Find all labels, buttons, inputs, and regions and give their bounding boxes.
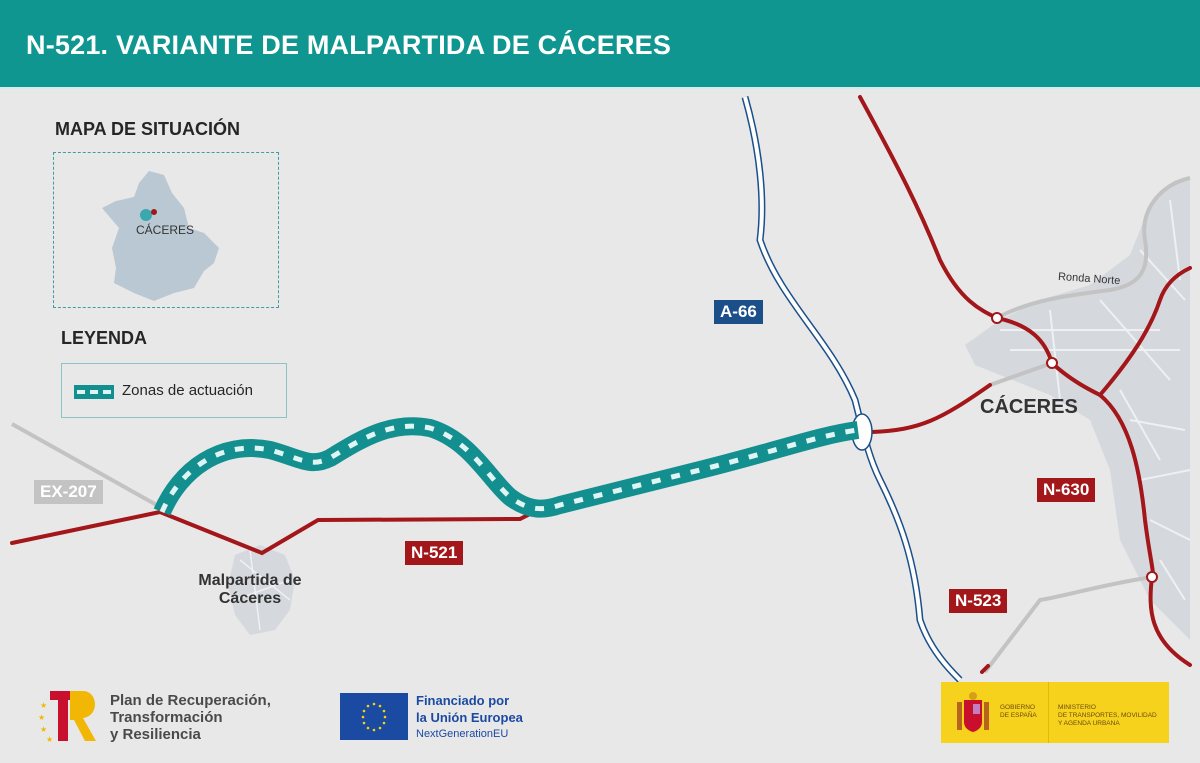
coat-of-arms-icon <box>957 692 989 732</box>
gobierno-text: GOBIERNO DE ESPAÑA <box>1000 704 1037 720</box>
svg-text:★: ★ <box>40 725 47 734</box>
prtr-line2: Transformación <box>110 709 223 726</box>
legend-box: Zonas de actuación <box>61 363 287 418</box>
prtr-logo-icon: ★ ★ ★ ★ <box>38 691 96 744</box>
place-label-line1: Malpartida de <box>198 572 302 589</box>
caceres-urban-area <box>965 180 1191 640</box>
city-marker-icon <box>151 209 157 215</box>
legend-item-label: Zonas de actuación <box>122 382 253 399</box>
ministerio-line2: DE TRANSPORTES, MOVILIDAD <box>1058 712 1157 719</box>
roundabout <box>991 312 1003 324</box>
road-badge-a-66: A-66 <box>714 300 763 324</box>
roundabout <box>1146 571 1158 583</box>
road-map <box>10 95 1192 683</box>
road-badge-n-523: N-523 <box>949 589 1008 613</box>
action-zone-route <box>153 417 860 518</box>
place-label-line2: Cáceres <box>218 590 282 607</box>
legend-title: LEYENDA <box>61 328 148 348</box>
prtr-line1: Plan de Recuperación, <box>110 692 271 709</box>
extremadura-region-shape <box>102 171 219 301</box>
eu-funding-text: Financiado por la Unión Europea NextGene… <box>416 692 523 743</box>
inset-map-title: MAPA DE SITUACIÓN <box>55 119 241 139</box>
grey-link-road <box>989 361 1053 387</box>
ronda-norte-road <box>996 176 1191 320</box>
road-badge-n-521: N-521 <box>405 541 464 565</box>
header-divider <box>0 87 1200 89</box>
place-label-malpartida: Malpartida de Cáceres <box>180 572 320 608</box>
n-523-grey-road <box>983 575 1153 674</box>
prtr-line3: y Resiliencia <box>110 726 201 743</box>
eu-line3: NextGenerationEU <box>416 728 509 740</box>
ministerio-line3: Y AGENDA URBANA <box>1058 720 1120 727</box>
ex-207-road <box>11 422 163 510</box>
page-title: N-521. VARIANTE DE MALPARTIDA DE CÁCERES <box>26 30 672 60</box>
malpartida-urban-area <box>228 545 295 635</box>
ministerio-line1: MINISTERIO <box>1058 704 1096 711</box>
svg-text:★: ★ <box>46 735 53 744</box>
gobierno-logo: GOBIERNO DE ESPAÑA MINISTERIO DE TRANSPO… <box>941 682 1169 743</box>
a-66-motorway <box>741 96 963 683</box>
header-banner: N-521. VARIANTE DE MALPARTIDA DE CÁCERES <box>0 0 1200 87</box>
inset-region-label: CÁCERES <box>136 223 195 237</box>
eu-flag-icon <box>340 693 408 740</box>
svg-text:★: ★ <box>38 713 45 722</box>
road-badge-n-630: N-630 <box>1037 478 1096 502</box>
road-badge-ex-207: EX-207 <box>34 480 103 504</box>
dashed-teal-road-icon <box>74 385 114 399</box>
ministerio-text: MINISTERIO DE TRANSPORTES, MOVILIDAD Y A… <box>1058 704 1157 728</box>
city-label-caceres: CÁCERES <box>980 396 1078 418</box>
location-marker-icon <box>140 209 152 221</box>
eu-line1: Financiado por <box>416 693 510 708</box>
gobierno-line1: GOBIERNO <box>1000 704 1036 711</box>
gov-divider <box>1048 682 1049 743</box>
prtr-text: Plan de Recuperación, Transformación y R… <box>110 692 271 743</box>
gobierno-line2: DE ESPAÑA <box>1000 712 1037 719</box>
svg-text:★: ★ <box>40 701 47 710</box>
roundabout <box>1046 357 1058 369</box>
eu-line2: la Unión Europea <box>416 710 523 725</box>
inset-map: CÁCERES <box>53 152 279 308</box>
